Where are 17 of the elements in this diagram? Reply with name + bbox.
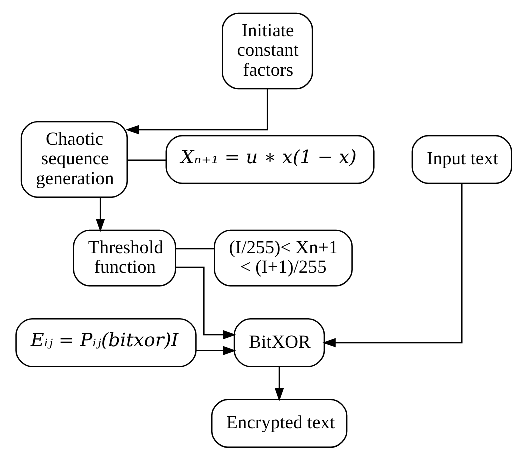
node-box: Encrypted text	[211, 399, 348, 448]
arrow	[196, 346, 236, 356]
arrow	[96, 198, 106, 232]
node-box: Eᵢⱼ = Pᵢⱼ(bitxor)I	[16, 318, 197, 368]
node-box: Xₙ₊₁ = u ∗ x(1 − x)	[166, 135, 375, 184]
node-box: (I/255)< Xn+1 < (I+1)/255	[214, 230, 353, 287]
node-box: Initiate constant factors	[222, 12, 314, 90]
arrow	[274, 367, 284, 402]
arrow	[322, 184, 463, 348]
node-box: BitXOR	[234, 318, 326, 368]
node-box: Input text	[412, 135, 512, 184]
connector	[176, 248, 215, 250]
node-box: Chaotic sequence generation	[20, 121, 128, 198]
arrow	[176, 266, 236, 340]
connector	[127, 160, 166, 162]
arrow	[126, 89, 268, 135]
node-box: Threshold function	[73, 230, 176, 287]
